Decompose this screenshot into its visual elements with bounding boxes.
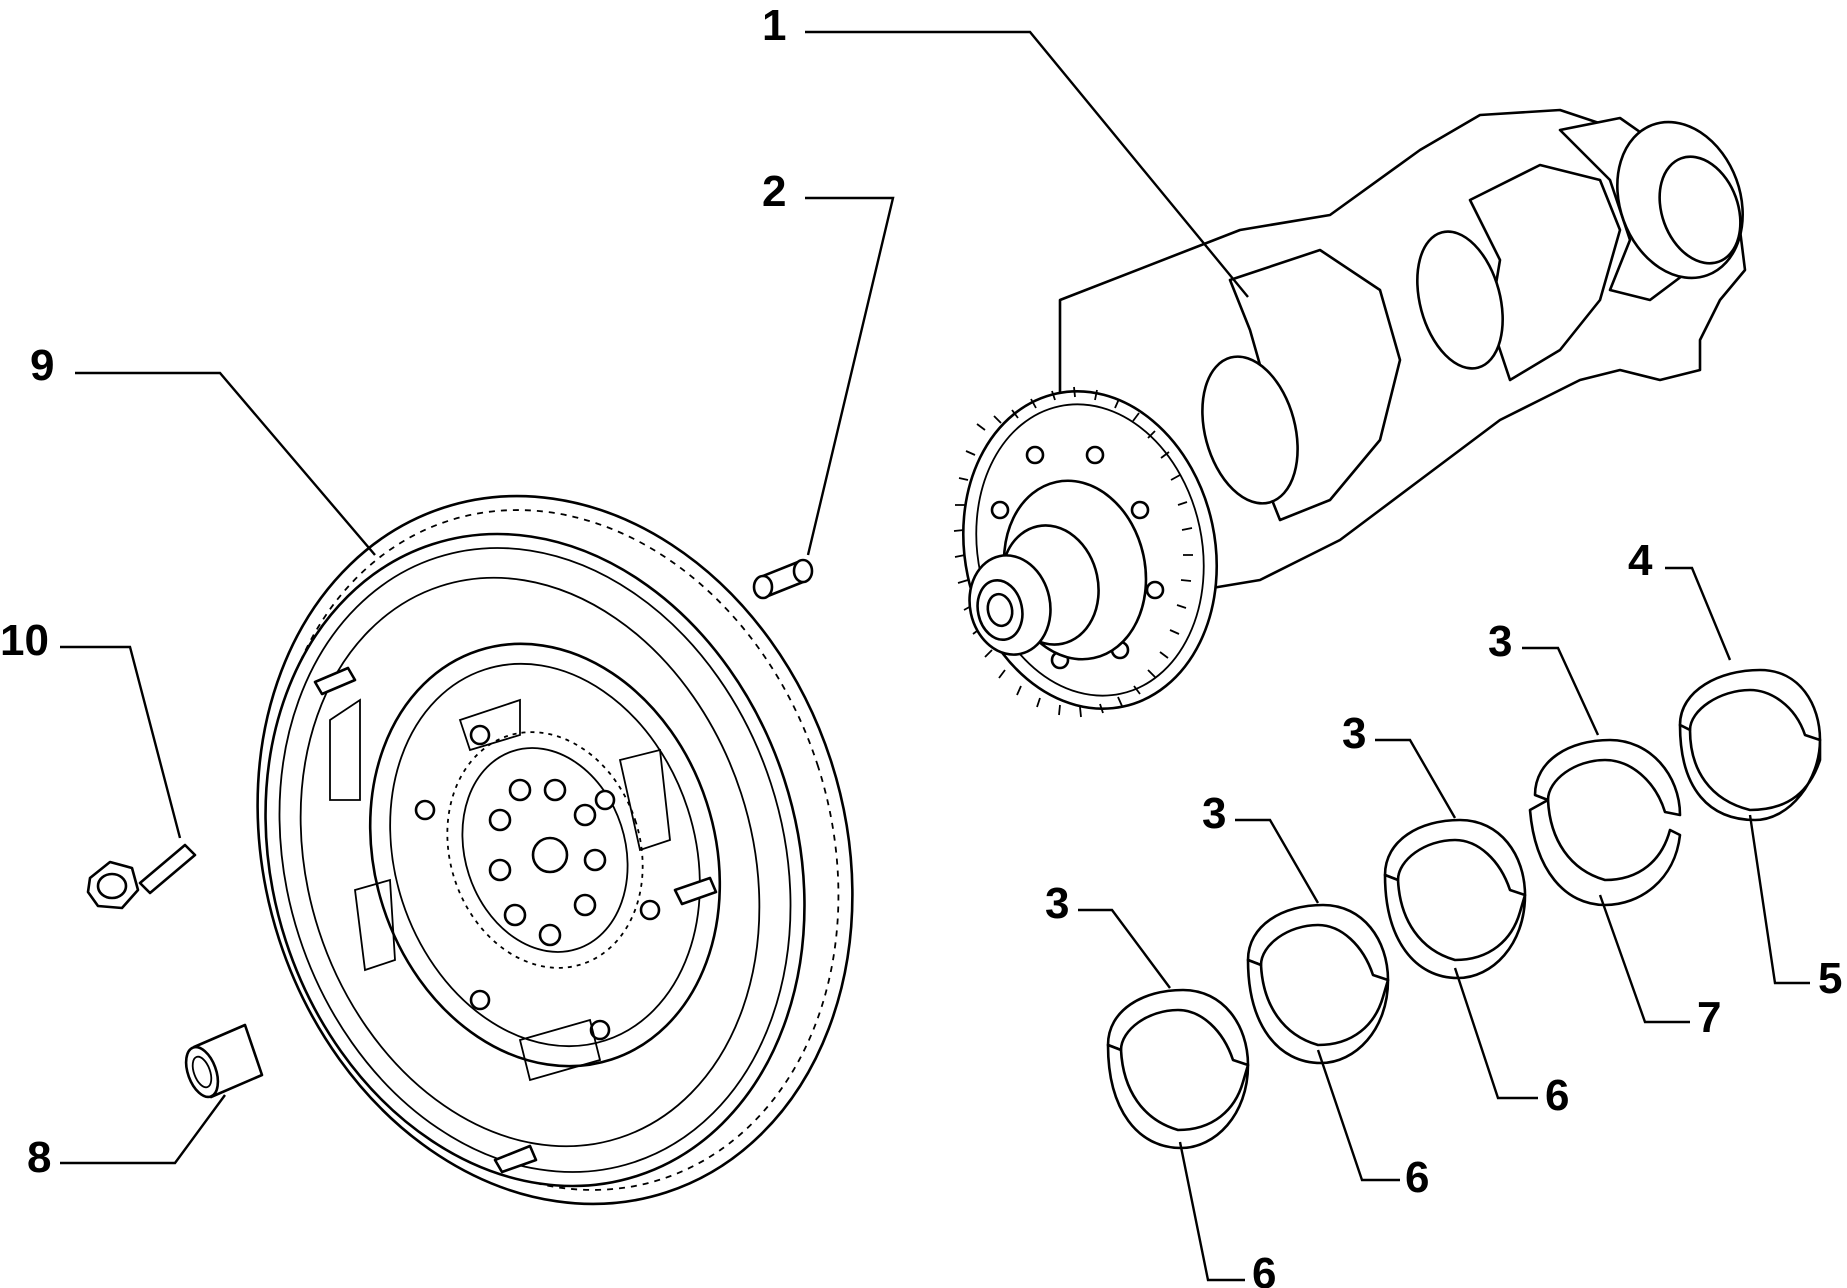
bearing-shell-4-5: [1678, 668, 1822, 822]
leader-3b: [1235, 818, 1320, 904]
leader-3a: [1078, 908, 1171, 989]
leader-6a: [1178, 1141, 1245, 1282]
bearing-shell-3-6-c: [1383, 818, 1527, 980]
callout-6: 6: [1545, 1071, 1569, 1120]
bolt-part: [86, 843, 197, 910]
callout-9: 9: [30, 341, 54, 390]
bearing-shell-3-7: [1528, 738, 1682, 907]
leader-6b: [1316, 1049, 1400, 1182]
leader-3d: [1522, 646, 1600, 736]
callout-1: 1: [762, 1, 786, 50]
callout-7: 7: [1697, 993, 1721, 1042]
callout-3: 3: [1488, 617, 1512, 666]
callout-3: 3: [1342, 709, 1366, 758]
leader-6c: [1453, 967, 1538, 1100]
leader-3c: [1375, 738, 1457, 819]
leader-8: [60, 1094, 226, 1165]
leader-9: [75, 371, 376, 556]
callout-3: 3: [1045, 879, 1069, 928]
leader-4: [1665, 566, 1732, 661]
dowel-pin-part: [752, 558, 814, 600]
leader-5: [1748, 814, 1810, 985]
pilot-bushing-part: [184, 1023, 264, 1099]
leader-lines: [60, 30, 1810, 1282]
bearing-shell-3-6-b: [1246, 903, 1390, 1065]
callout-6: 6: [1405, 1153, 1429, 1202]
bearing-shell-3-6-a: [1106, 988, 1250, 1150]
crankshaft-part: [953, 108, 1747, 718]
callout-5: 5: [1818, 954, 1842, 1003]
leader-2: [805, 196, 895, 556]
flywheel-part: [256, 494, 854, 1206]
callout-4: 4: [1628, 536, 1653, 585]
callout-6: 6: [1252, 1249, 1276, 1288]
callout-10: 10: [0, 616, 49, 665]
callout-3: 3: [1202, 789, 1226, 838]
callout-2: 2: [762, 167, 786, 216]
callout-8: 8: [27, 1133, 51, 1182]
leader-10: [60, 645, 182, 839]
leader-7: [1598, 894, 1690, 1024]
leader-1: [805, 30, 1249, 298]
